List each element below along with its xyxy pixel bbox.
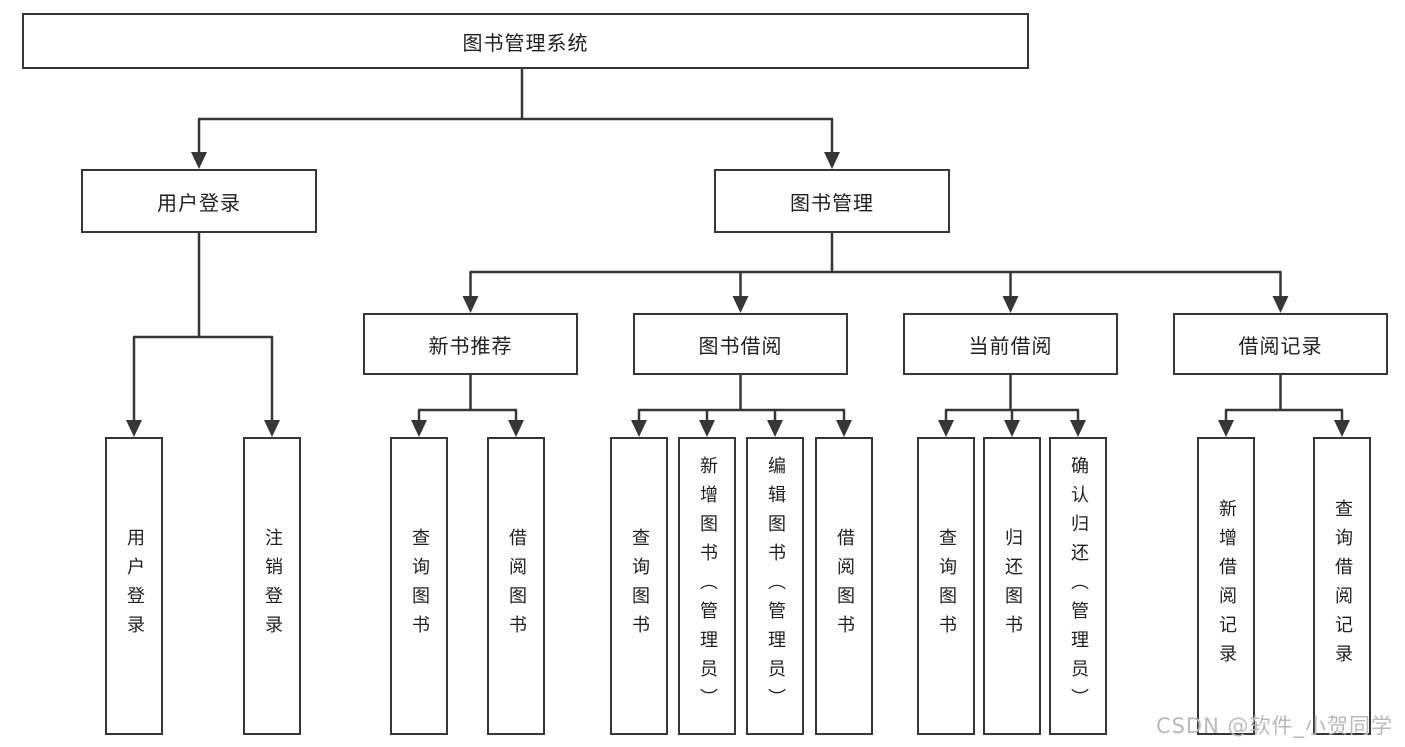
node-label: 图书管理 (790, 190, 874, 215)
leaf-add-borrow-record: 新增借阅记录 (1197, 437, 1255, 735)
node-label: 确认归还（管理员） (1068, 455, 1089, 717)
csdn-watermark: CSDN @软件_小贺同学 (1155, 714, 1393, 738)
arrowheads (126, 152, 1350, 437)
node-label: 编辑图书（管理员） (765, 455, 786, 717)
node-book-borrowing: 图书借阅 (633, 313, 848, 375)
node-label: 用户登录 (157, 190, 241, 215)
leaf-query-borrow-record: 查询借阅记录 (1313, 437, 1371, 735)
node-label: 当前借阅 (968, 333, 1053, 358)
leaf-return-book: 归还图书 (983, 437, 1041, 735)
leaf-confirm-return-admin: 确认归还（管理员） (1049, 437, 1107, 735)
node-new-book-recommend: 新书推荐 (363, 313, 578, 375)
node-label: 注销登录 (262, 528, 283, 644)
leaf-query-book-borrowing: 查询图书 (610, 437, 668, 735)
node-current-borrowing: 当前借阅 (903, 313, 1118, 375)
node-library-management-system: 图书管理系统 (22, 13, 1029, 69)
node-borrowing-records: 借阅记录 (1173, 313, 1388, 375)
leaf-borrow-book: 借阅图书 (815, 437, 873, 735)
node-label: 借阅图书 (506, 528, 527, 644)
leaf-borrow-book-recommend: 借阅图书 (487, 437, 545, 735)
leaf-edit-book-admin: 编辑图书（管理员） (746, 437, 804, 735)
node-label: 查询图书 (629, 528, 650, 644)
node-label: 查询图书 (936, 528, 957, 644)
node-label: 借阅记录 (1238, 333, 1323, 358)
leaf-logout: 注销登录 (243, 437, 301, 735)
leaf-user-login: 用户登录 (105, 437, 163, 735)
node-label: 图书管理系统 (462, 30, 589, 55)
node-label: 新增借阅记录 (1216, 499, 1237, 673)
node-label: 用户登录 (124, 528, 145, 644)
leaf-query-book-current: 查询图书 (917, 437, 975, 735)
node-label: 查询图书 (409, 528, 430, 644)
node-book-management: 图书管理 (714, 169, 950, 233)
node-label: 查询借阅记录 (1332, 499, 1353, 673)
node-label: 新书推荐 (428, 333, 513, 358)
leaf-query-book-recommend: 查询图书 (390, 437, 448, 735)
leaf-add-book-admin: 新增图书（管理员） (678, 437, 736, 735)
node-label: 新增图书（管理员） (697, 455, 718, 717)
node-user-login: 用户登录 (81, 169, 317, 233)
node-label: 归还图书 (1002, 528, 1023, 644)
node-label: 借阅图书 (834, 528, 855, 644)
node-label: 图书借阅 (698, 333, 783, 358)
